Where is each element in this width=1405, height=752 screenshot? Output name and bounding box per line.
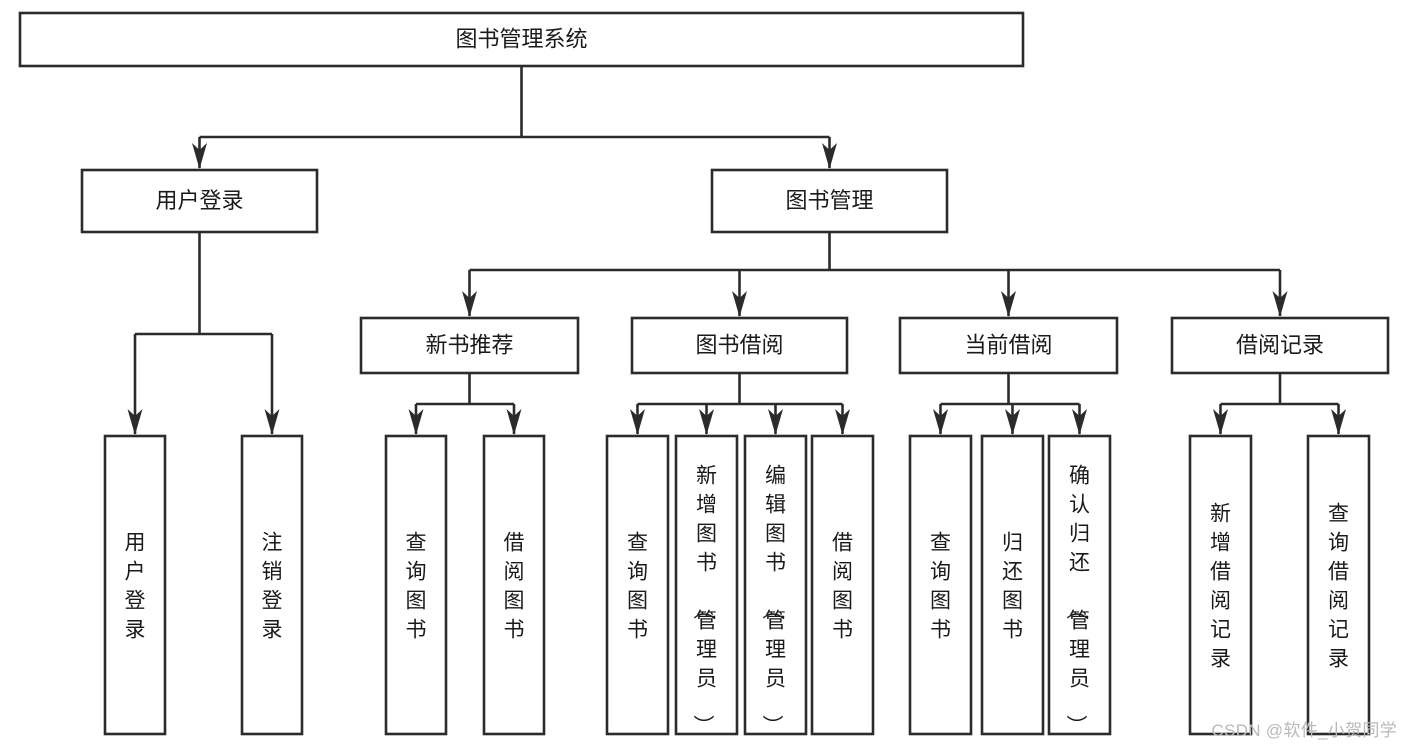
leaf-query-book-br[interactable]: 查询图书 <box>605 434 670 736</box>
node-label: 图书管理 <box>785 188 873 213</box>
leaf-box <box>810 434 875 736</box>
leaf-label: 归还图书 <box>1002 532 1023 642</box>
leaf-box <box>482 434 546 736</box>
arrow-head-icon <box>1331 409 1346 435</box>
arrow-head-icon <box>264 409 280 435</box>
leaf-label: 确认归还（管理员） <box>1064 465 1090 736</box>
leaf-add-book[interactable]: 新增图书（管理员） <box>674 434 739 736</box>
arrow-head-icon <box>732 291 747 317</box>
node-label: 用户登录 <box>155 188 243 213</box>
leaf-box <box>240 434 304 736</box>
leaf-box <box>103 434 167 736</box>
leaf-label: 新增图书（管理员） <box>691 465 717 736</box>
arrow-head-icon <box>822 143 837 169</box>
leaf-borrow-book-br[interactable]: 借阅图书 <box>810 434 875 736</box>
node-user_login[interactable]: 用户登录 <box>80 168 319 234</box>
arrow-head-icon <box>1001 291 1016 317</box>
leaf-query-record[interactable]: 查询借阅记录 <box>1306 434 1371 736</box>
arrow-head-icon <box>933 409 948 435</box>
arrow-head-icon <box>835 409 850 435</box>
node-box <box>630 316 849 375</box>
leaf-label: 借阅图书 <box>832 532 853 642</box>
arrow-head-icon <box>192 143 207 169</box>
arrow-head-icon <box>1005 409 1020 435</box>
node-box <box>80 168 319 234</box>
arrow-head-icon <box>506 409 522 435</box>
node-label: 当前借阅 <box>964 332 1052 357</box>
node-book_borrow[interactable]: 图书借阅 <box>630 316 849 375</box>
leaf-label: 用户登录 <box>125 532 146 642</box>
node-book_manage[interactable]: 图书管理 <box>710 168 949 234</box>
node-box <box>898 316 1119 375</box>
node-box <box>710 168 949 234</box>
leaf-query-book-cur[interactable]: 查询图书 <box>908 434 973 736</box>
leaf-box <box>1047 434 1112 736</box>
connectors-layer <box>127 66 1346 435</box>
leaf-box <box>605 434 670 736</box>
arrow-head-icon <box>768 409 783 435</box>
node-box <box>359 316 580 375</box>
nodes-layer: 图书管理系统用户登录图书管理新书推荐图书借阅当前借阅借阅记录用户登录注销登录查询… <box>18 11 1390 736</box>
node-label: 图书管理系统 <box>455 26 587 51</box>
node-borrow_record[interactable]: 借阅记录 <box>1170 316 1390 375</box>
leaf-return-book[interactable]: 归还图书 <box>980 434 1045 736</box>
leaf-label: 查询借阅记录 <box>1328 503 1349 671</box>
leaf-box <box>1306 434 1371 736</box>
node-label: 新书推荐 <box>425 332 513 357</box>
node-current_borrow[interactable]: 当前借阅 <box>898 316 1119 375</box>
leaf-box <box>384 434 448 736</box>
leaf-logout[interactable]: 注销登录 <box>240 434 304 736</box>
leaf-box <box>980 434 1045 736</box>
arrow-head-icon <box>1272 291 1288 317</box>
leaf-label: 查询图书 <box>627 532 648 642</box>
leaf-label: 注销登录 <box>262 532 283 642</box>
leaf-borrow-book-new[interactable]: 借阅图书 <box>482 434 546 736</box>
leaf-query-book-new[interactable]: 查询图书 <box>384 434 448 736</box>
leaf-box <box>674 434 739 736</box>
arrow-head-icon <box>1213 409 1228 435</box>
leaf-label: 查询图书 <box>930 532 951 642</box>
arrow-head-icon <box>462 291 477 317</box>
node-root[interactable]: 图书管理系统 <box>18 11 1025 68</box>
arrow-head-icon <box>127 409 143 435</box>
arrow-head-icon <box>630 409 645 435</box>
leaf-label: 查询图书 <box>406 532 427 642</box>
leaf-label: 新增借阅记录 <box>1210 503 1231 671</box>
node-new_book_rec[interactable]: 新书推荐 <box>359 316 580 375</box>
leaf-label: 编辑图书（管理员） <box>760 465 786 736</box>
leaf-box <box>1188 434 1253 736</box>
node-label: 图书借阅 <box>695 332 783 357</box>
leaf-box <box>908 434 973 736</box>
leaf-user-login[interactable]: 用户登录 <box>103 434 167 736</box>
node-box <box>18 11 1025 68</box>
leaf-label: 借阅图书 <box>504 532 525 642</box>
arrow-head-icon <box>1072 409 1087 435</box>
leaf-confirm-return[interactable]: 确认归还（管理员） <box>1047 434 1112 736</box>
leaf-box <box>743 434 808 736</box>
arrow-head-icon <box>699 409 714 435</box>
node-label: 借阅记录 <box>1236 332 1324 357</box>
node-box <box>1170 316 1390 375</box>
leaf-add-record[interactable]: 新增借阅记录 <box>1188 434 1253 736</box>
leaf-edit-book[interactable]: 编辑图书（管理员） <box>743 434 808 736</box>
arrow-head-icon <box>408 409 424 435</box>
